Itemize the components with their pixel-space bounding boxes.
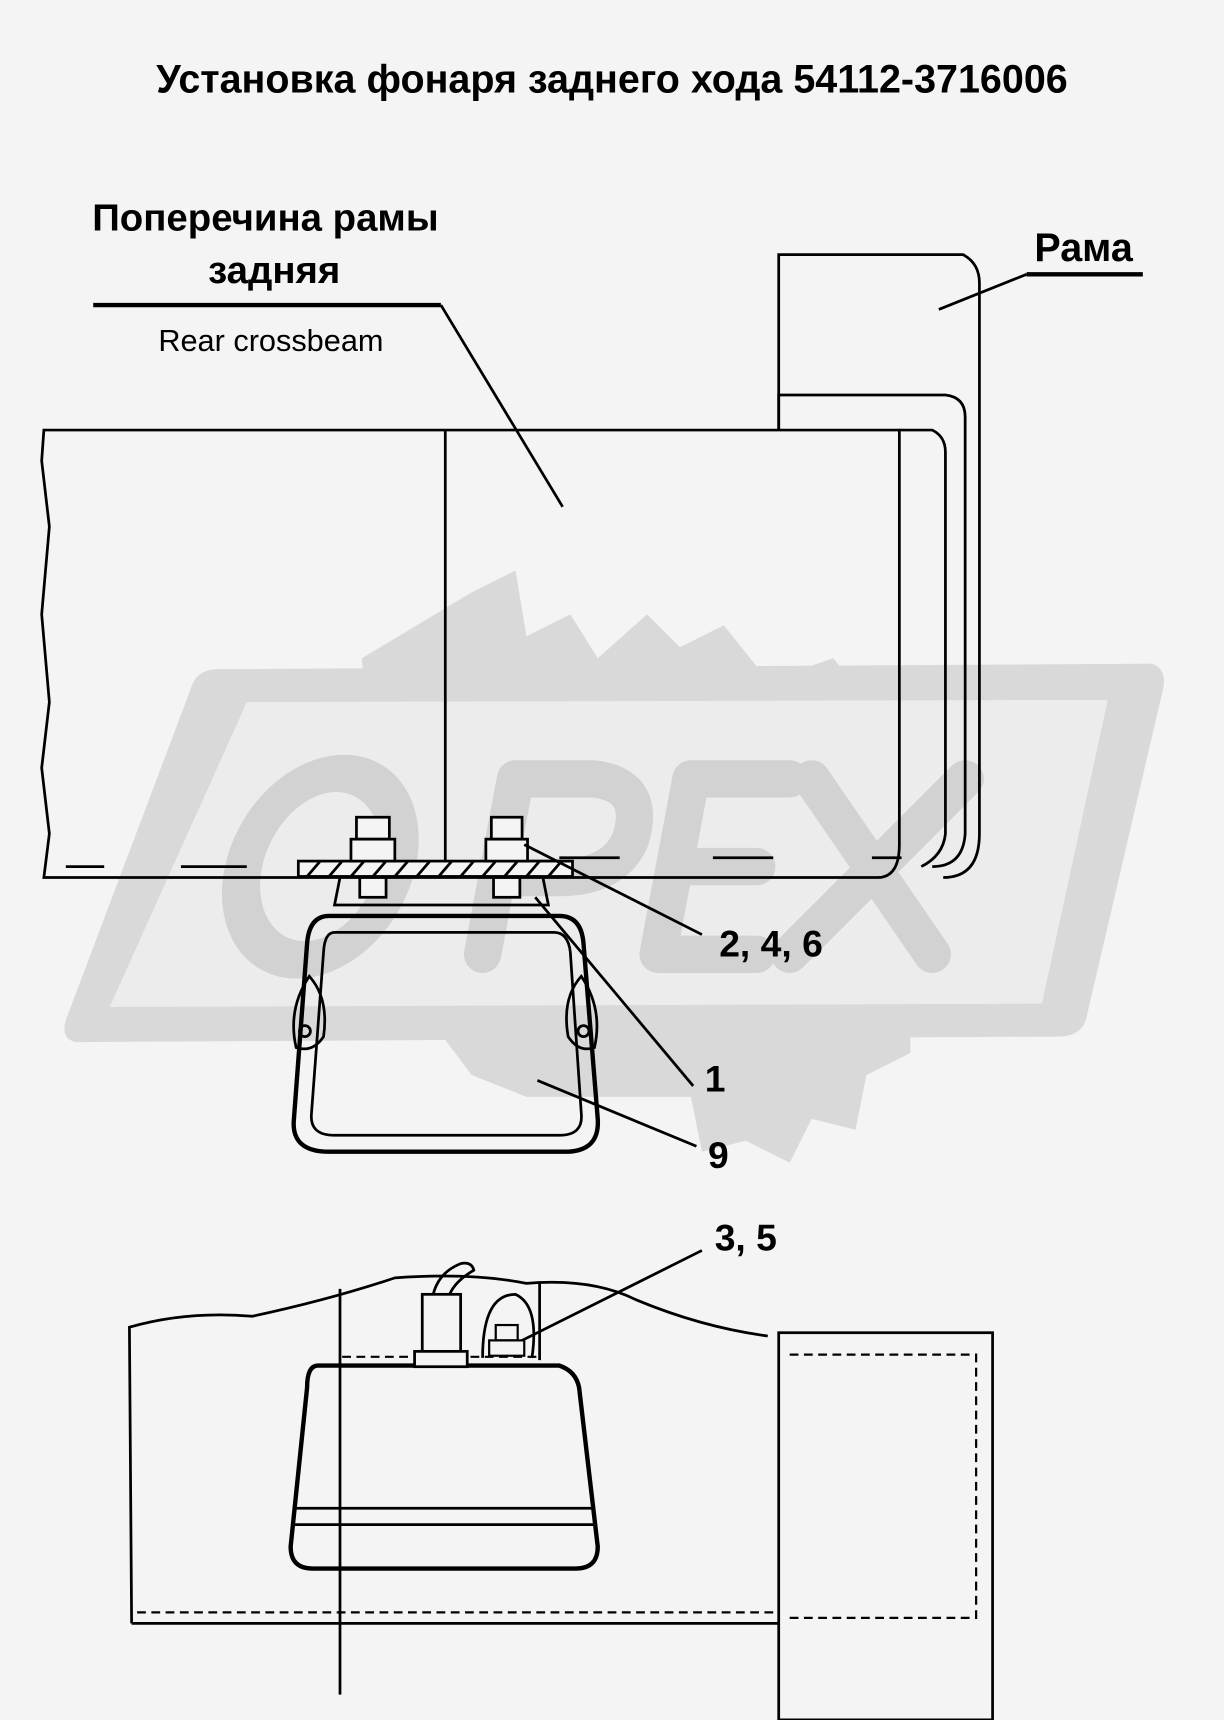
diagram-title: Установка фонаря заднего хода 54112-3716… xyxy=(156,57,1067,101)
bolt-left xyxy=(349,815,397,899)
bolt-right xyxy=(484,815,529,899)
frame-label: Рама xyxy=(1034,226,1133,270)
callout-lamp-leader xyxy=(536,1079,697,1148)
callout-lamp: 9 xyxy=(708,1134,729,1176)
frame-rail xyxy=(777,253,981,879)
callout-bolts-leader xyxy=(523,843,703,936)
crossbeam-leader-line xyxy=(439,304,564,508)
callout-lower-bolts-leader xyxy=(514,1249,703,1345)
callout-bolts: 2, 4, 6 xyxy=(719,923,823,965)
crossbeam-label-ru-line1: Поперечина рамы xyxy=(92,196,438,239)
frame-leader-line xyxy=(938,273,1028,311)
crossbeam-label-ru-line2: задняя xyxy=(208,249,340,292)
callout-bracket-leader xyxy=(534,896,695,1087)
rear-crossbeam xyxy=(40,428,902,879)
callout-bracket: 1 xyxy=(705,1057,726,1099)
reverse-lamp-side-view xyxy=(288,1261,600,1571)
callout-lower-bolts: 3, 5 xyxy=(715,1216,777,1258)
bottom-view xyxy=(128,1274,994,1720)
reverse-lamp-front-view xyxy=(291,913,600,1154)
crossbeam-label-en: Rear crossbeam xyxy=(158,323,383,358)
